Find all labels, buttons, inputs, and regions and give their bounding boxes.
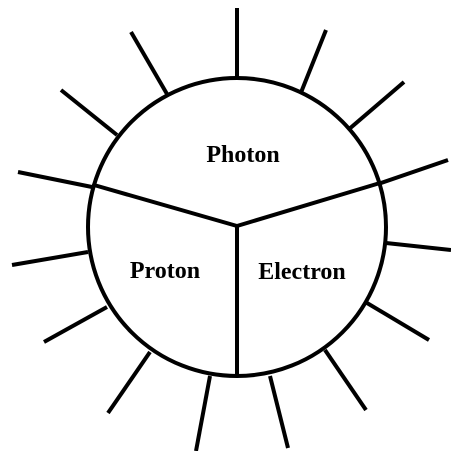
divider-right [235, 181, 382, 228]
spike-right-1 [377, 158, 449, 186]
segment-label-photon: Photon [206, 142, 279, 168]
spike-bottom-right-1 [365, 301, 431, 342]
spike-left-2 [17, 170, 93, 189]
segment-dividers [92, 181, 382, 378]
divider-left [92, 183, 239, 228]
spike-bottom-left-2 [43, 305, 108, 344]
spike-bottom-right-2 [323, 348, 368, 412]
spike-left-1 [11, 250, 89, 267]
spike-right-2 [385, 241, 451, 252]
spike-bottom-2 [194, 375, 212, 451]
spike-top-right-1 [298, 29, 328, 96]
spike-bottom-1 [268, 375, 290, 449]
spike-top-left-2 [129, 30, 169, 96]
segment-label-electron: Electron [258, 259, 346, 285]
spike-bottom-left-1 [106, 350, 152, 415]
spike-top-right-2 [346, 80, 406, 132]
spike-top-left-1 [59, 88, 119, 137]
segment-label-proton: Proton [130, 258, 200, 284]
radiating-spikes [11, 8, 451, 451]
